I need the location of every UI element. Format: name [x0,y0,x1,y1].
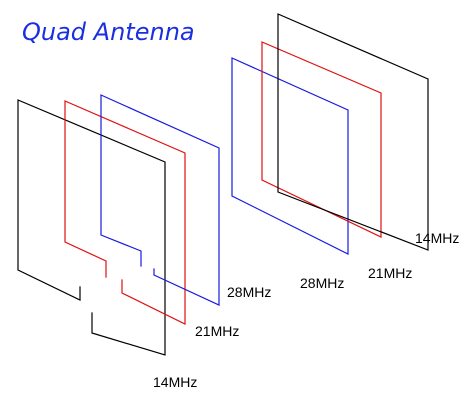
reflector-loop-14mhz [277,13,429,251]
reflector-label-28mhz: 28MHz [300,275,344,291]
driven-label-14mhz: 14MHz [153,374,197,390]
diagram-title: Quad Antenna [22,18,195,46]
reflector-label-14mhz: 14MHz [415,230,459,246]
driven-label-28mhz: 28MHz [227,284,271,300]
reflector-loop-28mhz [231,57,349,255]
driven-loop-14mhz [17,99,166,356]
driven-label-21mhz: 21MHz [195,323,239,339]
driven-loop-21mhz [64,100,186,325]
reflector-loop-21mhz [261,41,382,238]
reflector-label-21mhz: 21MHz [368,265,412,281]
driven-loop-28mhz [100,94,220,306]
